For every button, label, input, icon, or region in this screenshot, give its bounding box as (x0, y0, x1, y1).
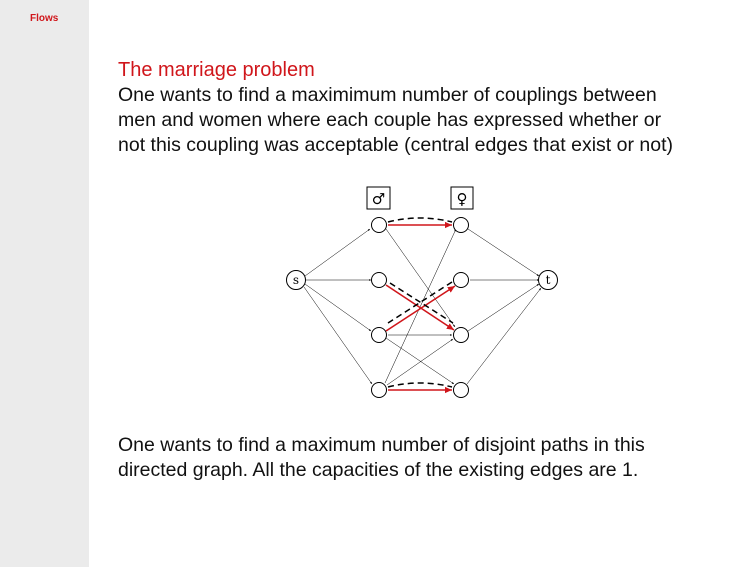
flow-dash-m3-w2 (387, 281, 453, 324)
edge-m1-w3 (385, 228, 456, 328)
edge-m3-w4 (385, 337, 455, 385)
sink-label: t (546, 273, 551, 287)
conclusion-paragraph: One wants to find a maximum number of di… (118, 433, 738, 483)
woman-node (453, 382, 469, 398)
women-symbol-box: ♀ (450, 186, 474, 210)
edge-s-m3 (304, 283, 372, 332)
woman-node (453, 327, 469, 343)
edge-m4-w1 (384, 228, 457, 384)
man-node (371, 272, 387, 288)
slide-title: The marriage problem (118, 59, 315, 81)
source-node (286, 270, 306, 290)
woman-node (453, 272, 469, 288)
sink-node (538, 270, 558, 290)
flow-dash-m4-w4 (387, 382, 453, 388)
flow-dash-m2-w3 (389, 282, 454, 324)
men-symbol-box: ♂ (366, 186, 391, 210)
sidebar (0, 0, 89, 567)
intro-line: not this coupling was acceptable (centra… (118, 134, 673, 156)
matching-edge-m3-w2 (385, 285, 456, 332)
female-symbol-icon: ♀ (457, 190, 468, 208)
man-node (371, 327, 387, 343)
man-node (371, 382, 387, 398)
edge-w4-t (466, 287, 542, 385)
edge-m4-w3 (386, 338, 454, 386)
conclusion-line: directed graph. All the capacities of th… (118, 459, 639, 481)
woman-node (453, 217, 469, 233)
source-label: s (293, 273, 299, 287)
man-node (371, 217, 387, 233)
intro-paragraph: One wants to find a maximimum number of … (118, 83, 748, 158)
intro-line: men and women where each couple has expr… (118, 109, 662, 131)
edge-s-m4 (303, 286, 373, 385)
section-label: Flows (30, 13, 59, 24)
flow-dash-m1-w1 (387, 217, 453, 223)
conclusion-line: One wants to find a maximum number of di… (118, 434, 645, 456)
matching-edge-m2-w3 (385, 284, 455, 331)
edge-s-m1 (304, 228, 371, 277)
male-symbol-icon: ♂ (372, 190, 385, 208)
edge-w1-t (467, 228, 540, 277)
intro-line: One wants to find a maximimum number of … (118, 84, 657, 106)
edge-w3-t (467, 283, 540, 332)
